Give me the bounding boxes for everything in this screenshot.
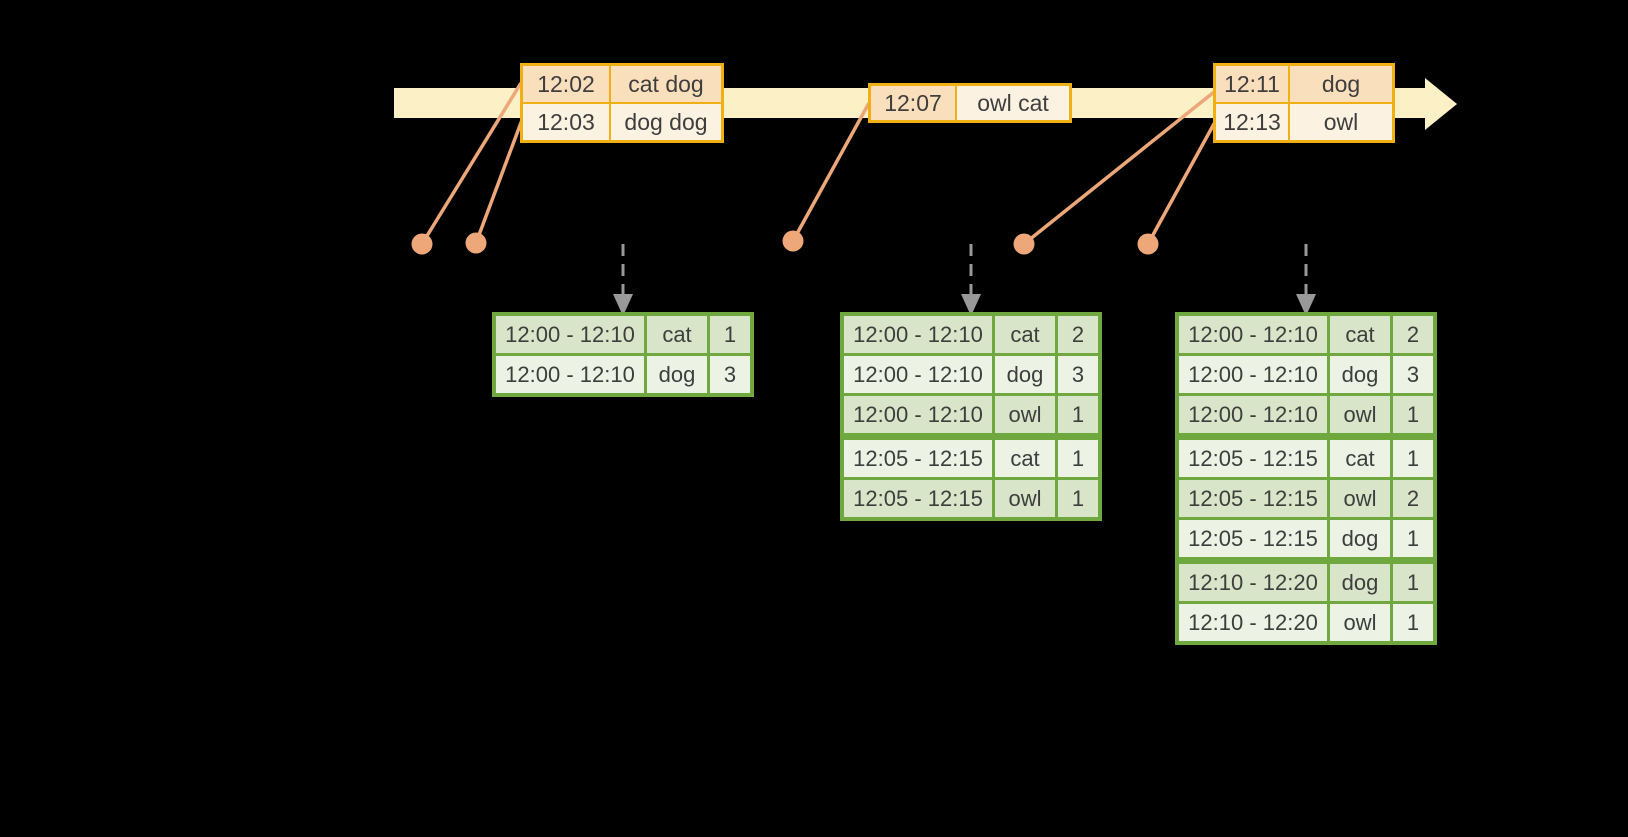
event-connector-line — [474, 119, 524, 244]
word-cell: cat — [995, 316, 1055, 353]
window-cell: 12:05 - 12:15 — [844, 480, 992, 517]
event-words-cell: dog dog — [611, 104, 721, 140]
window-cell: 12:00 - 12:10 — [496, 356, 644, 393]
event-words-cell: owl — [1290, 104, 1392, 140]
word-cell: cat — [1330, 316, 1390, 353]
word-cell: owl — [995, 396, 1055, 433]
window-cell: 12:00 - 12:10 — [844, 356, 992, 393]
event-connector-line — [791, 102, 871, 242]
count-cell: 3 — [710, 356, 750, 393]
window-cell: 12:10 - 12:20 — [1179, 604, 1327, 641]
window-cell: 12:00 - 12:10 — [1179, 356, 1327, 393]
count-cell: 2 — [1058, 316, 1098, 353]
window-cell: 12:05 - 12:15 — [1179, 480, 1327, 517]
word-cell: owl — [1330, 480, 1390, 517]
word-cell: owl — [1330, 604, 1390, 641]
count-cell: 1 — [1393, 440, 1433, 477]
window-cell: 12:05 - 12:15 — [1179, 520, 1327, 557]
window-cell: 12:00 - 12:10 — [844, 396, 992, 433]
window-cell: 12:00 - 12:10 — [1179, 396, 1327, 433]
event-dot-icon — [411, 233, 433, 255]
count-cell: 1 — [1393, 604, 1433, 641]
event-dot-icon — [782, 230, 804, 252]
event-connector-line — [1146, 121, 1217, 245]
count-cell: 1 — [1058, 440, 1098, 477]
word-cell: cat — [1330, 440, 1390, 477]
event-connector-line — [1022, 90, 1216, 246]
count-cell: 1 — [710, 316, 750, 353]
word-cell: dog — [1330, 564, 1390, 601]
count-cell: 2 — [1393, 316, 1433, 353]
trigger-arrowhead-icon — [1296, 294, 1316, 316]
trigger-arrowhead-icon — [613, 294, 633, 316]
event-words-cell: dog — [1290, 66, 1392, 102]
word-cell: dog — [995, 356, 1055, 393]
window-cell: 12:05 - 12:15 — [844, 440, 992, 477]
window-cell: 12:05 - 12:15 — [1179, 440, 1327, 477]
count-cell: 1 — [1393, 396, 1433, 433]
word-cell: cat — [995, 440, 1055, 477]
count-cell: 1 — [1393, 564, 1433, 601]
event-dot-icon — [465, 232, 487, 254]
count-cell: 1 — [1058, 480, 1098, 517]
count-cell: 2 — [1393, 480, 1433, 517]
window-cell: 12:00 - 12:10 — [844, 316, 992, 353]
word-cell: dog — [1330, 520, 1390, 557]
window-cell: 12:00 - 12:10 — [1179, 316, 1327, 353]
word-cell: cat — [647, 316, 707, 353]
count-cell: 1 — [1393, 520, 1433, 557]
window-cell: 12:10 - 12:20 — [1179, 564, 1327, 601]
count-cell: 3 — [1058, 356, 1098, 393]
count-cell: 3 — [1393, 356, 1433, 393]
event-time-cell: 12:03 — [523, 104, 609, 140]
event-time-cell: 12:11 — [1216, 66, 1288, 102]
event-words-cell: cat dog — [611, 66, 721, 102]
event-time-cell: 12:02 — [523, 66, 609, 102]
window-cell: 12:00 - 12:10 — [496, 316, 644, 353]
event-dot-icon — [1137, 233, 1159, 255]
event-connector-line — [420, 82, 523, 245]
word-cell: owl — [995, 480, 1055, 517]
event-words-cell: owl cat — [957, 86, 1069, 120]
event-time-cell: 12:13 — [1216, 104, 1288, 140]
trigger-arrowhead-icon — [961, 294, 981, 316]
word-cell: dog — [1330, 356, 1390, 393]
event-dot-icon — [1013, 233, 1035, 255]
word-cell: owl — [1330, 396, 1390, 433]
event-time-cell: 12:07 — [871, 86, 955, 120]
count-cell: 1 — [1058, 396, 1098, 433]
word-cell: dog — [647, 356, 707, 393]
